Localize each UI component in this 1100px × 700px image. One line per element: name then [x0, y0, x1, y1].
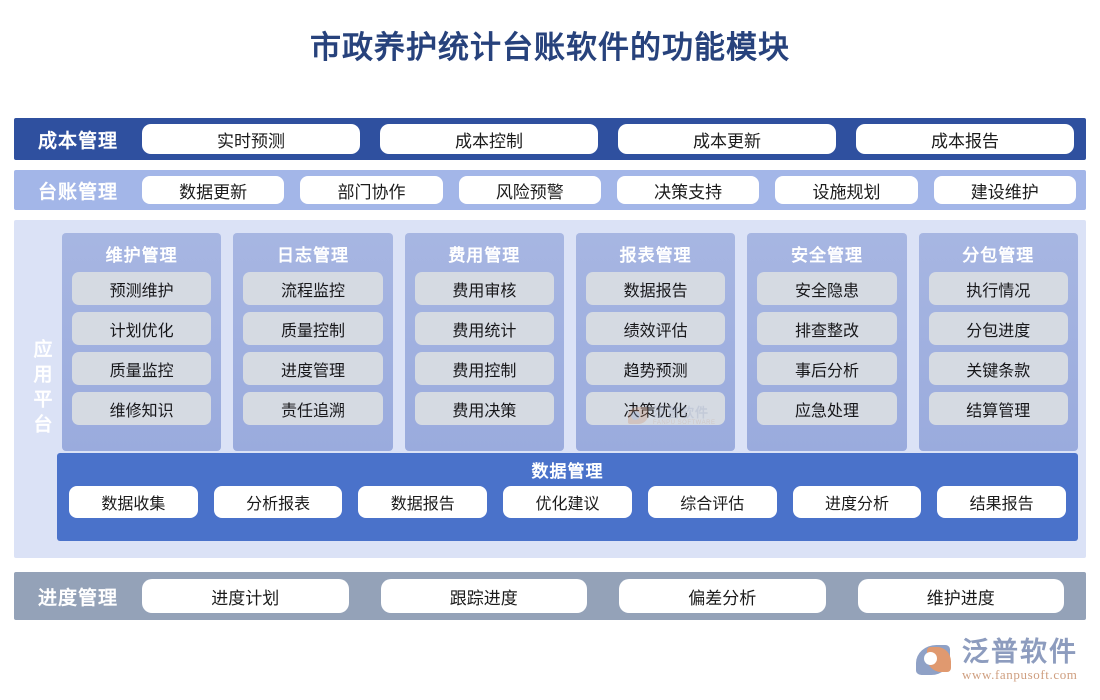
cost-item-cost-report[interactable]: 成本报告 [856, 124, 1074, 154]
schedule-item-maintenance-progress[interactable]: 维护进度 [857, 579, 1064, 613]
cell-subcontract-progress[interactable]: 分包进度 [928, 312, 1068, 345]
data-item-data-report[interactable]: 数据报告 [358, 486, 488, 518]
brand-name: 泛普软件 [962, 637, 1078, 667]
brand-logo: 泛普软件 www.fanpusoft.com [916, 638, 1078, 682]
brand-url: www.fanpusoft.com [962, 667, 1078, 682]
column-title-safety: 安全管理 [790, 246, 863, 265]
cell-plan-optimization[interactable]: 计划优化 [72, 312, 212, 345]
application-platform-panel: 应用平台 维护管理 预测维护 计划优化 质量监控 维修知识 日志管理 流程监控 … [14, 220, 1086, 558]
column-items-subcontract: 执行情况 分包进度 关键条款 结算管理 [928, 272, 1068, 441]
ledger-item-risk-warning[interactable]: 风险预警 [458, 176, 601, 204]
data-item-optimization-advice[interactable]: 优化建议 [503, 486, 632, 518]
schedule-item-schedule-plan[interactable]: 进度计划 [142, 579, 349, 613]
cell-expense-statistics[interactable]: 费用统计 [414, 312, 554, 345]
column-items-maintenance: 预测维护 计划优化 质量监控 维修知识 [72, 272, 212, 441]
cell-expense-decision[interactable]: 费用决策 [414, 392, 554, 425]
column-items-expense: 费用审核 费用统计 费用控制 费用决策 [414, 272, 554, 441]
module-column-log: 日志管理 流程监控 质量控制 进度管理 责任追溯 [233, 233, 393, 451]
cell-quality-control[interactable]: 质量控制 [243, 312, 383, 345]
data-item-result-report[interactable]: 结果报告 [937, 486, 1067, 518]
cell-progress-management[interactable]: 进度管理 [243, 352, 383, 385]
schedule-management-band: 进度管理 进度计划 跟踪进度 偏差分析 维护进度 [14, 572, 1086, 620]
data-item-data-collection[interactable]: 数据收集 [69, 486, 198, 518]
cell-trend-forecast[interactable]: 趋势预测 [585, 352, 726, 385]
fanpu-logo-icon [916, 643, 954, 677]
column-title-log: 日志管理 [276, 246, 349, 265]
ledger-management-label: 台账管理 [37, 181, 118, 203]
cell-process-monitoring[interactable]: 流程监控 [243, 272, 383, 305]
cell-quality-monitoring[interactable]: 质量监控 [72, 352, 212, 385]
module-column-expense: 费用管理 费用审核 费用统计 费用控制 费用决策 [404, 233, 564, 451]
application-platform-label: 应用平台 [30, 339, 52, 439]
schedule-management-label: 进度管理 [37, 587, 118, 609]
cell-responsibility-traceability[interactable]: 责任追溯 [243, 392, 383, 425]
cost-management-band: 成本管理 实时预测 成本控制 成本更新 成本报告 [14, 118, 1086, 160]
ledger-item-facility-planning[interactable]: 设施规划 [775, 176, 918, 204]
cost-item-cost-update[interactable]: 成本更新 [618, 124, 836, 154]
ledger-item-data-update[interactable]: 数据更新 [142, 176, 285, 204]
ledger-item-decision-support[interactable]: 决策支持 [616, 176, 760, 204]
schedule-management-items: 进度计划 跟踪进度 偏差分析 维护进度 [142, 579, 1086, 613]
data-item-comprehensive-assessment[interactable]: 综合评估 [647, 486, 777, 518]
column-items-report: 数据报告 绩效评估 趋势预测 决策优化 [585, 272, 726, 441]
cell-repair-knowledge[interactable]: 维修知识 [72, 392, 212, 425]
cost-item-cost-control[interactable]: 成本控制 [380, 124, 598, 154]
brand-logo-text: 泛普软件 www.fanpusoft.com [962, 637, 1078, 683]
cell-decision-optimization[interactable]: 决策优化 [585, 392, 726, 425]
cost-item-realtime-forecast[interactable]: 实时预测 [142, 124, 360, 154]
column-items-log: 流程监控 质量控制 进度管理 责任追溯 [243, 272, 383, 441]
module-column-report: 报表管理 数据报告 绩效评估 趋势预测 决策优化 [575, 233, 736, 451]
cost-management-items: 实时预测 成本控制 成本更新 成本报告 [142, 124, 1086, 154]
cell-safety-hazard[interactable]: 安全隐患 [757, 272, 897, 305]
cell-settlement-management[interactable]: 结算管理 [928, 392, 1068, 425]
data-item-analysis-report[interactable]: 分析报表 [213, 486, 343, 518]
data-management-items: 数据收集 分析报表 数据报告 优化建议 综合评估 进度分析 结果报告 [69, 486, 1067, 518]
module-column-subcontract: 分包管理 执行情况 分包进度 关键条款 结算管理 [918, 233, 1078, 451]
module-columns: 维护管理 预测维护 计划优化 质量监控 维修知识 日志管理 流程监控 质量控制 … [62, 233, 1078, 451]
cell-key-terms[interactable]: 关键条款 [928, 352, 1068, 385]
cell-predictive-maintenance[interactable]: 预测维护 [72, 272, 212, 305]
ledger-management-items: 数据更新 部门协作 风险预警 决策支持 设施规划 建设维护 [142, 176, 1086, 204]
column-title-subcontract: 分包管理 [962, 246, 1035, 265]
ledger-item-construction-maintenance[interactable]: 建设维护 [933, 176, 1076, 204]
module-column-maintenance: 维护管理 预测维护 计划优化 质量监控 维修知识 [62, 233, 222, 451]
logo-swoosh-hole [924, 652, 937, 665]
cell-performance-evaluation[interactable]: 绩效评估 [585, 312, 726, 345]
cell-expense-control[interactable]: 费用控制 [414, 352, 554, 385]
schedule-item-track-progress[interactable]: 跟踪进度 [380, 579, 587, 613]
column-title-report: 报表管理 [619, 246, 692, 265]
cell-expense-audit[interactable]: 费用审核 [414, 272, 554, 305]
data-management-panel: 数据管理 数据收集 分析报表 数据报告 优化建议 综合评估 进度分析 结果报告 [57, 453, 1078, 541]
data-item-progress-analysis[interactable]: 进度分析 [792, 486, 922, 518]
column-title-expense: 费用管理 [448, 246, 521, 265]
column-items-safety: 安全隐患 排查整改 事后分析 应急处理 [757, 272, 897, 441]
cell-inspection-rectification[interactable]: 排查整改 [757, 312, 897, 345]
cell-emergency-handling[interactable]: 应急处理 [757, 392, 897, 425]
cell-data-report[interactable]: 数据报告 [585, 272, 726, 305]
ledger-item-department-collaboration[interactable]: 部门协作 [300, 176, 443, 204]
column-title-maintenance: 维护管理 [105, 246, 178, 265]
ledger-management-band: 台账管理 数据更新 部门协作 风险预警 决策支持 设施规划 建设维护 [14, 170, 1086, 210]
cell-execution-status[interactable]: 执行情况 [928, 272, 1068, 305]
cost-management-label: 成本管理 [37, 130, 118, 152]
cell-post-incident-analysis[interactable]: 事后分析 [757, 352, 897, 385]
page-title: 市政养护统计台账软件的功能模块 [310, 30, 790, 65]
schedule-item-deviation-analysis[interactable]: 偏差分析 [619, 579, 826, 613]
module-column-safety: 安全管理 安全隐患 排查整改 事后分析 应急处理 [747, 233, 907, 451]
data-management-title: 数据管理 [531, 462, 604, 481]
